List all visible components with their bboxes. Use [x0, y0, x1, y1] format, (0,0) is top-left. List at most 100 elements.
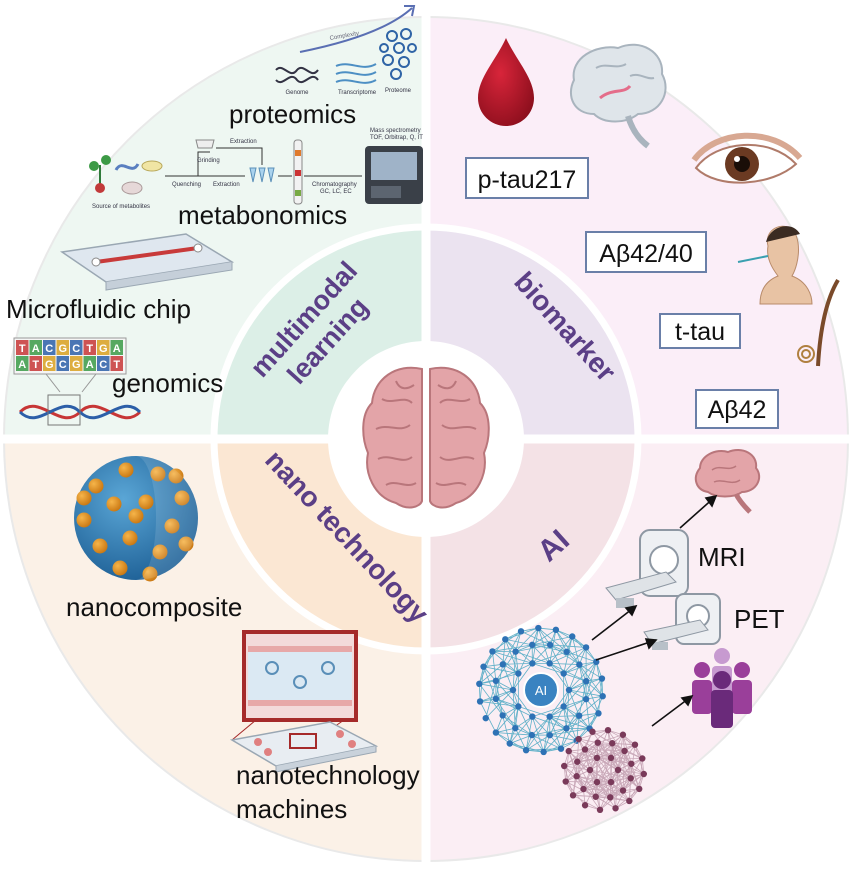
arrow-to-pet [595, 639, 657, 661]
network-node [592, 793, 599, 800]
microfluidic-label: Microfluidic chip [6, 294, 191, 324]
network-node [517, 628, 525, 635]
network-edge [543, 728, 567, 753]
network-edge [585, 699, 590, 729]
transcriptome-label: Transcriptome [338, 90, 377, 96]
network-edge [609, 773, 645, 798]
network-node [546, 660, 553, 667]
pet-scanner-icon [643, 593, 721, 650]
network-edge [520, 630, 551, 646]
network-edge [512, 689, 533, 717]
network-edge [566, 712, 599, 729]
network-node [621, 747, 628, 755]
network-edge [624, 750, 643, 759]
network-edge [584, 749, 625, 752]
sphere-shading [136, 456, 198, 580]
network-node [582, 677, 590, 685]
network-edge [532, 662, 564, 674]
network-edge [504, 639, 519, 674]
dna-base-cell [16, 340, 29, 355]
marker-p-tau217-label: p-tau217 [478, 166, 577, 194]
network-edge [532, 644, 567, 653]
dna-base-letter: T [86, 343, 93, 355]
network-edge [568, 680, 587, 691]
network-edge [565, 749, 586, 782]
network-edge [563, 680, 587, 707]
network-edge [583, 788, 616, 809]
nanoparticle-dot [106, 496, 122, 512]
network-node [563, 725, 570, 732]
network-edge [607, 729, 632, 765]
network-edge [549, 644, 565, 674]
network-node [580, 785, 587, 793]
network-edge [571, 636, 580, 665]
network-edge [596, 777, 631, 783]
network-edge [549, 698, 587, 717]
network-edge [578, 664, 587, 700]
network-edge [563, 636, 573, 674]
network-edge [589, 769, 601, 810]
network-edge [576, 775, 601, 811]
arrows [591, 494, 718, 727]
complexity-label: Complexity [329, 31, 359, 42]
network-edge [628, 763, 632, 801]
dna-base-cell [97, 340, 110, 355]
network-edge [509, 716, 533, 744]
network-edge [532, 651, 567, 664]
network-edge [483, 666, 519, 674]
network-edge [597, 742, 625, 752]
network-edge [495, 651, 516, 682]
network-edge [563, 742, 599, 767]
network-edge [566, 698, 587, 729]
network-edge [609, 757, 612, 798]
network-node [614, 766, 622, 774]
dna-base-letter: A [113, 343, 121, 355]
genomics-label: genomics [112, 368, 223, 398]
dna-base-letter: T [19, 343, 26, 355]
network-node [599, 692, 606, 700]
network-node [540, 748, 547, 756]
network-node [492, 729, 500, 736]
network-edge [610, 757, 643, 759]
network-node [607, 794, 614, 801]
dna-base-letter: T [32, 359, 39, 371]
network-edge [563, 706, 578, 741]
network-edge [583, 788, 624, 791]
dna-base-cell [56, 340, 69, 355]
network-node [582, 644, 590, 651]
network-node [476, 680, 483, 688]
network-node [586, 766, 594, 774]
network-edge [568, 750, 598, 759]
network-edge [589, 769, 611, 798]
network-node [492, 695, 500, 703]
network-edge [596, 781, 630, 802]
network-node [506, 740, 513, 747]
network-node [562, 778, 569, 785]
network-edge [596, 757, 631, 779]
network-edge [585, 661, 597, 682]
network-node [499, 661, 507, 668]
dna-base-letter: G [45, 359, 54, 371]
network-node [569, 633, 576, 640]
proteomics-label: proteomics [229, 99, 356, 129]
network-edge [577, 757, 612, 763]
network-edge [549, 662, 580, 665]
dna-base-cell [110, 340, 123, 355]
dna-base-cell [43, 340, 56, 355]
network-node [480, 663, 487, 670]
network-edge [515, 631, 522, 652]
nanocomposite-sphere-icon [74, 456, 198, 582]
worm-icon [114, 163, 140, 171]
dna-base-letter: A [32, 343, 40, 355]
network-edge [585, 680, 603, 697]
network-node [565, 747, 572, 755]
network-edge [502, 715, 511, 744]
network-edge [532, 636, 573, 646]
network-edge [596, 757, 624, 791]
network-edge [585, 681, 599, 714]
network-edge [495, 698, 516, 729]
network-edge [479, 673, 519, 685]
dna-base-cell [56, 356, 69, 371]
dna-base-cell [70, 356, 83, 371]
network-edge [512, 689, 516, 729]
